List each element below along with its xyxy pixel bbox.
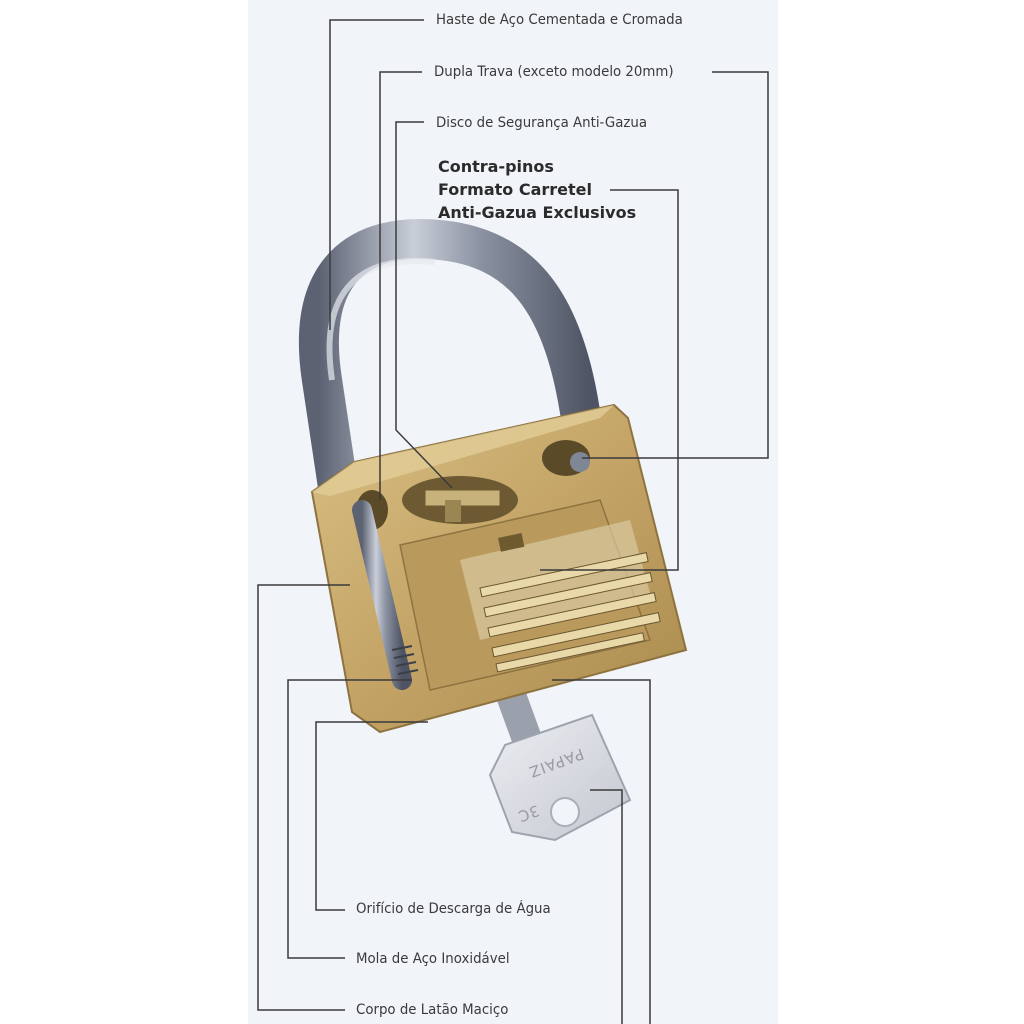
label-contra-pinos-line1: Contra-pinos — [438, 157, 554, 176]
label-haste: Haste de Aço Cementada e Cromada — [436, 12, 683, 28]
label-orificio: Orifício de Descarga de Água — [356, 901, 551, 917]
label-mola: Mola de Aço Inoxidável — [356, 951, 510, 967]
label-dupla-trava: Dupla Trava (exceto modelo 20mm) — [434, 64, 674, 80]
leader-lines — [257, 19, 769, 1024]
key: PAPAIZ 3C — [488, 677, 632, 842]
padlock-body — [310, 403, 688, 734]
pin-stack — [479, 552, 661, 673]
label-corpo: Corpo de Latão Maciço — [356, 1002, 509, 1018]
label-contra-pinos-line3: Anti-Gazua Exclusivos — [438, 203, 637, 222]
label-disco: Disco de Segurança Anti-Gazua — [436, 115, 648, 131]
shackle — [298, 219, 610, 520]
label-contra-pinos-line2: Formato Carretel — [438, 180, 592, 199]
